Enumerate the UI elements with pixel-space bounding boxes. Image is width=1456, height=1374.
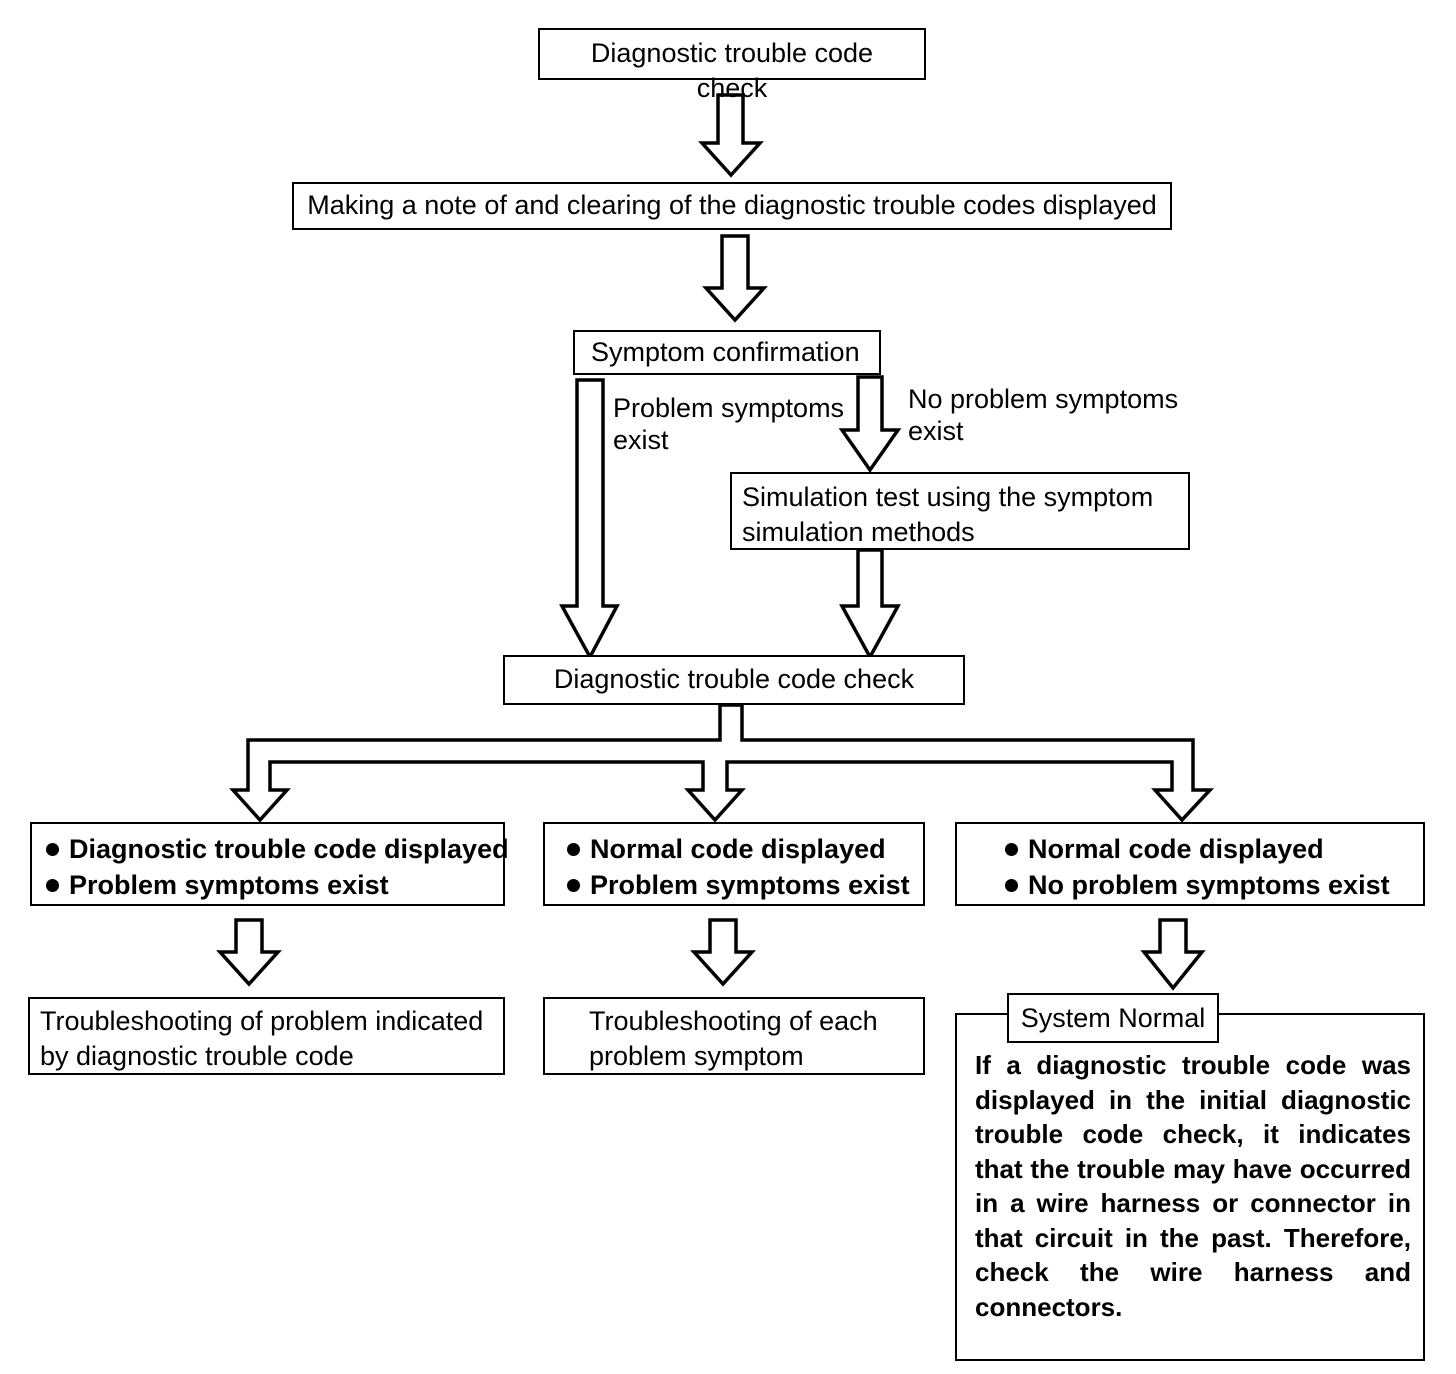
node-start: Diagnostic trouble code check: [538, 28, 926, 103]
node-clear-codes: Making a note of and clearing of the dia…: [292, 182, 1172, 230]
node-symptom-confirmation: Symptom confirmation: [573, 330, 881, 375]
list-item-label: Problem symptoms exist: [69, 869, 389, 900]
node-result-left: Troubleshooting of problem indicated by …: [28, 997, 505, 1075]
list-item: Normal code displayed: [567, 832, 909, 868]
list-item: Problem symptoms exist: [46, 868, 489, 904]
list-item: Normal code displayed: [1005, 832, 1409, 868]
node-result-right: [955, 1013, 1425, 1361]
list-item: Diagnostic trouble code displayed: [46, 832, 509, 868]
node-result-left-text: Troubleshooting of problem indicated by …: [40, 1006, 484, 1071]
list-item-label: Normal code displayed: [590, 834, 886, 864]
list-item: Problem symptoms exist: [567, 868, 910, 904]
node-result-right-body: If a diagnostic trouble code was display…: [975, 1050, 1411, 1323]
node-result-right-title: System Normal: [1007, 993, 1219, 1043]
list-item-label: No problem symptoms exist: [1028, 869, 1390, 900]
node-outcome-middle: Normal code displayed Problem symptoms e…: [543, 822, 925, 906]
arrow-simulation-to-dtc2: [839, 548, 901, 661]
node-clear-codes-text: Making a note of and clearing of the dia…: [307, 190, 1157, 220]
arrow-outcome-right-to-result: [1140, 918, 1206, 991]
node-outcome-left: Diagnostic trouble code displayed Proble…: [30, 822, 509, 906]
node-outcome-left-bullets: Diagnostic trouble code displayed Proble…: [32, 824, 509, 911]
node-outcome-middle-bullets: Normal code displayed Problem symptoms e…: [545, 824, 923, 911]
bullet-dot-icon: [1005, 843, 1018, 856]
bullet-dot-icon: [46, 843, 59, 856]
list-item-label: Problem symptoms exist: [590, 869, 910, 900]
edge-label-problem-symptoms-exist: Problem symptoms exist: [613, 393, 845, 456]
node-start-text: Diagnostic trouble code check: [590, 38, 874, 103]
arrow-outcome-middle-to-result: [690, 918, 756, 987]
node-result-middle-text: Troubleshooting of each problem symptom: [589, 1006, 878, 1071]
bullet-dot-icon: [46, 878, 59, 892]
arrow-symptom-to-dtc2: [559, 378, 620, 661]
node-simulation-test: Simulation test using the symptom simula…: [730, 472, 1190, 550]
node-dtc-check-2: Diagnostic trouble code check: [503, 655, 965, 705]
arrow-outcome-left-to-result: [216, 918, 282, 987]
list-item: No problem symptoms exist: [1005, 868, 1409, 904]
node-dtc-check-2-text: Diagnostic trouble code check: [553, 664, 915, 694]
node-outcome-right: Normal code displayed No problem symptom…: [955, 822, 1425, 906]
bullet-dot-icon: [1005, 878, 1018, 892]
node-outcome-right-bullets: Normal code displayed No problem symptom…: [957, 824, 1423, 911]
arrow-split-three-ways: [229, 703, 1215, 823]
node-simulation-test-text: Simulation test using the symptom simula…: [742, 482, 1154, 547]
list-item-label: Normal code displayed: [1028, 834, 1324, 864]
arrow-clear-to-symptom: [702, 234, 768, 323]
bullet-dot-icon: [567, 878, 580, 892]
node-result-middle: Troubleshooting of each problem symptom: [543, 997, 925, 1075]
bullet-dot-icon: [567, 843, 580, 856]
edge-label-no-problem-symptoms-exist: No problem symptoms exist: [908, 384, 1179, 447]
list-item-label: Diagnostic trouble code displayed: [69, 834, 509, 864]
node-symptom-confirmation-text: Symptom confirmation: [591, 337, 860, 367]
